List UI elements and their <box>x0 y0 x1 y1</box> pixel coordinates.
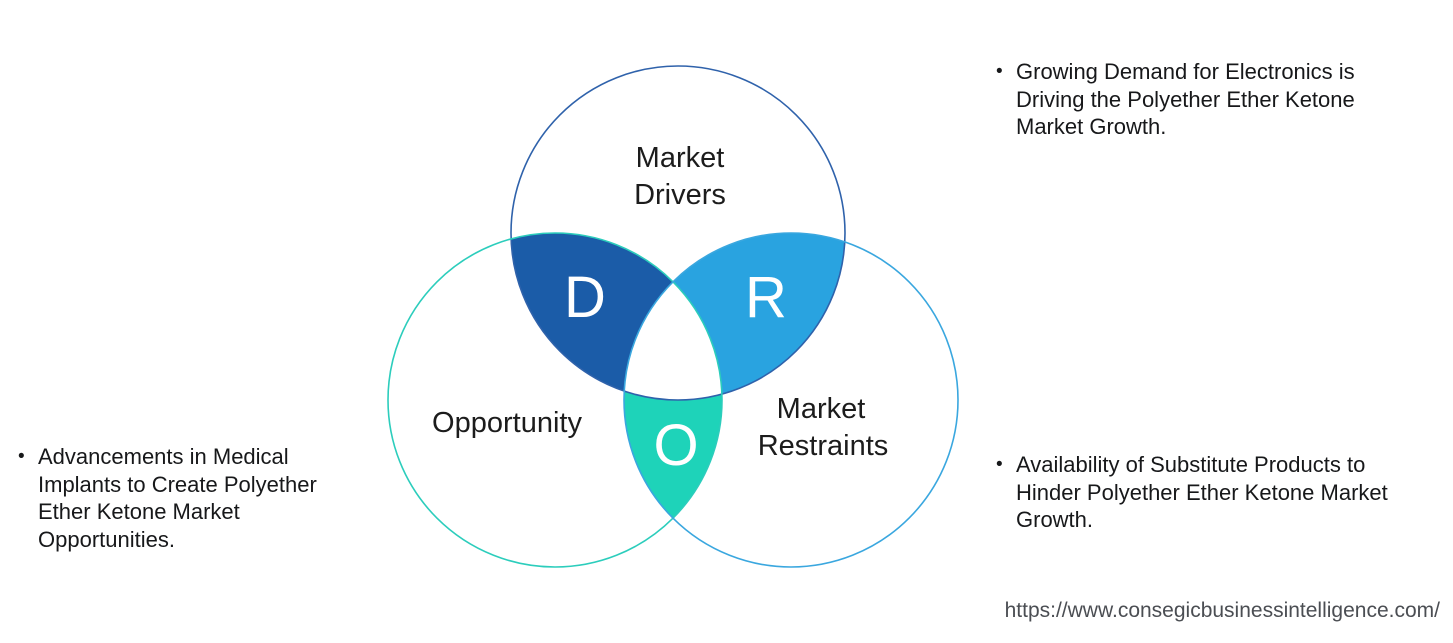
letter-r: R <box>745 265 787 330</box>
bullet-opportunity-text: Advancements in Medical Implants to Crea… <box>38 444 317 552</box>
bullet-opportunity: • Advancements in Medical Implants to Cr… <box>18 443 358 553</box>
circle-market-drivers <box>510 65 846 401</box>
bullet-restraints: • Availability of Substitute Products to… <box>996 451 1436 534</box>
circle-market-restraints <box>623 232 959 568</box>
bullet-marker-icon: • <box>996 454 1003 475</box>
region-drivers-restraints <box>624 233 845 400</box>
circle-opportunity <box>387 232 723 568</box>
label-market-restraints-line1: Market <box>777 393 866 425</box>
bullet-restraints-text: Availability of Substitute Products to H… <box>1016 452 1388 532</box>
bullet-drivers: • Growing Demand for Electronics is Driv… <box>996 58 1394 141</box>
letter-o: O <box>653 413 698 478</box>
label-market-restraints-line2: Restraints <box>758 430 889 462</box>
label-market-drivers-line2: Drivers <box>634 179 726 211</box>
source-url: https://www.consegicbusinessintelligence… <box>1004 599 1440 622</box>
bullet-drivers-text: Growing Demand for Electronics is Drivin… <box>1016 59 1355 139</box>
label-market-drivers-line1: Market <box>636 142 725 174</box>
letter-d: D <box>564 265 606 330</box>
bullet-marker-icon: • <box>18 446 25 467</box>
bullet-marker-icon: • <box>996 61 1003 82</box>
region-drivers-opportunity <box>511 233 722 400</box>
label-opportunity: Opportunity <box>432 407 582 439</box>
